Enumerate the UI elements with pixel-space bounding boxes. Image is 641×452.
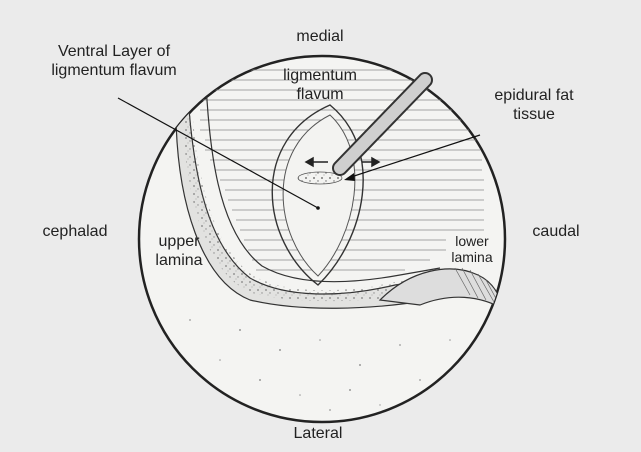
label-upper-lamina: upper lamina bbox=[146, 232, 212, 270]
label-lower-lamina: lower lamina bbox=[446, 233, 498, 265]
label-ligamentum-flavum: ligmentum flavum bbox=[270, 66, 370, 104]
label-medial: medial bbox=[284, 27, 356, 46]
label-lateral: Lateral bbox=[276, 424, 360, 443]
label-cephalad: cephalad bbox=[30, 222, 120, 241]
label-ventral-layer: Ventral Layer of ligmentum flavum bbox=[22, 42, 206, 80]
label-epidural-fat: epidural fat tissue bbox=[476, 86, 592, 124]
label-caudal: caudal bbox=[520, 222, 592, 241]
